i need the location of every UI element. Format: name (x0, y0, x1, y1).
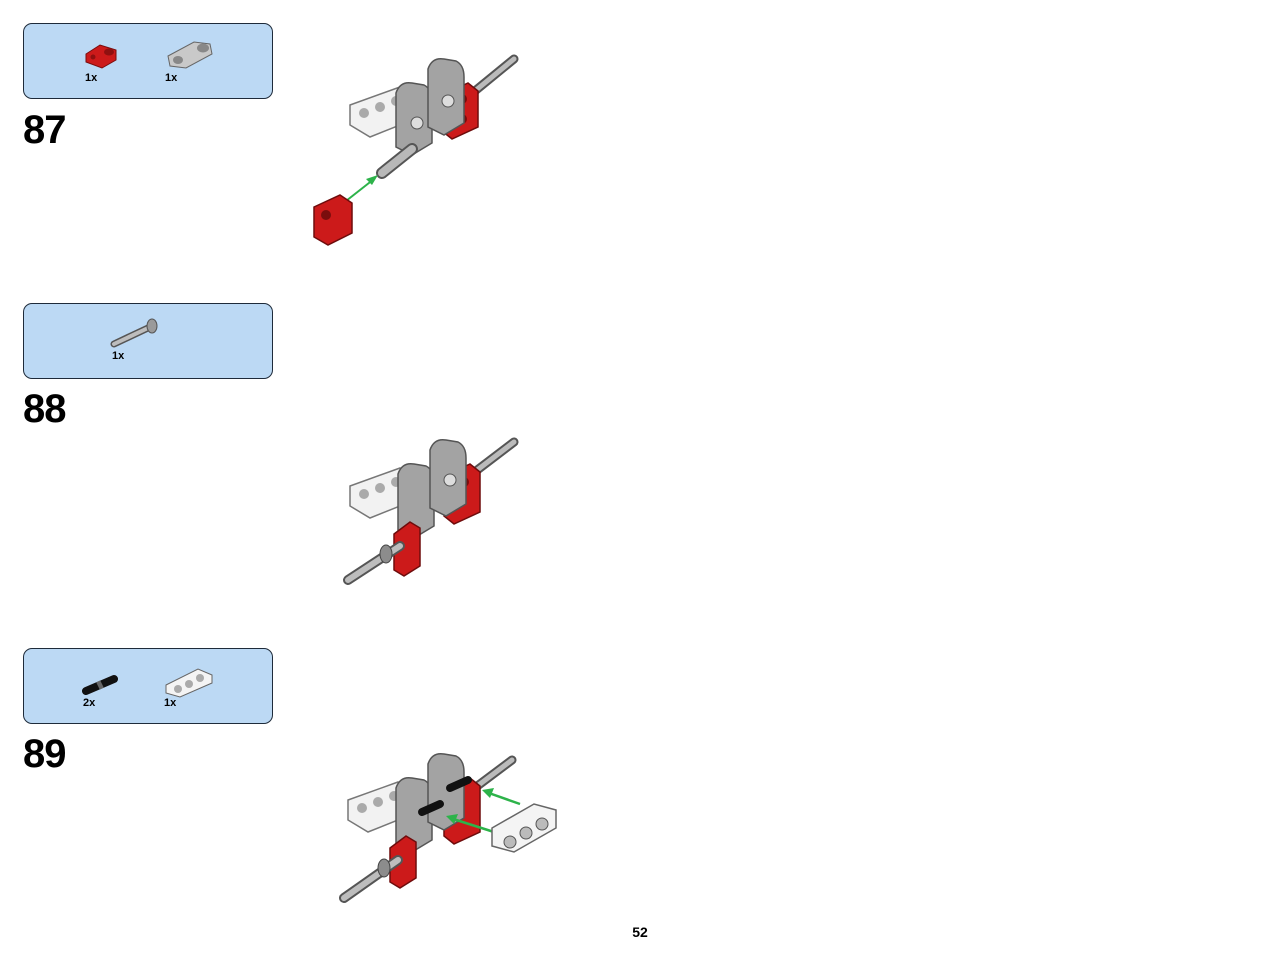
parts-callout-step-89: 2x 1x (23, 648, 273, 724)
step-number: 87 (23, 108, 66, 152)
page-number: 52 (632, 924, 648, 940)
red-cross-block-icon (82, 40, 122, 70)
part-quantity: 2x (83, 697, 96, 709)
step-number: 88 (23, 387, 66, 431)
part-quantity: 1x (164, 697, 177, 709)
parts-callout-step-88: 1x (23, 303, 273, 379)
part-quantity: 1x (165, 72, 178, 84)
assembly-illustration-step-89 (300, 748, 570, 918)
assembly-illustration-step-87 (300, 45, 530, 260)
parts-callout-step-87: 1x 1x (23, 23, 273, 99)
part-quantity: 1x (85, 72, 98, 84)
grey-pin-connector-icon (164, 36, 216, 70)
assembly-illustration-step-88 (300, 430, 530, 605)
step-number: 89 (23, 732, 66, 776)
grey-axle-pin-icon (110, 318, 162, 352)
part-quantity: 1x (112, 350, 125, 362)
black-friction-pin-icon (82, 673, 120, 697)
white-liftarm-3-icon (162, 665, 216, 699)
